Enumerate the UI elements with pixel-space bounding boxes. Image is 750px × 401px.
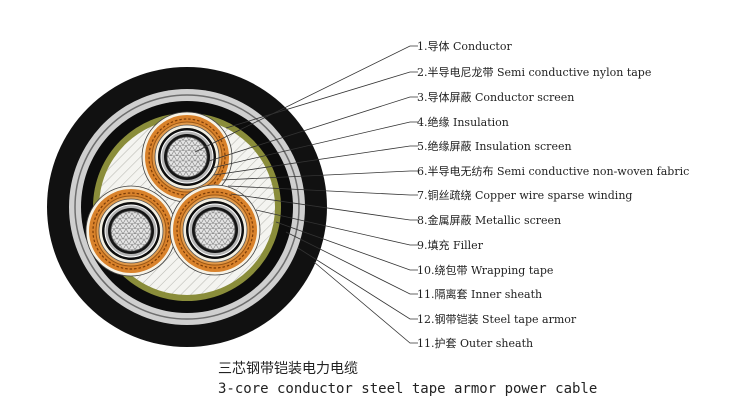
label-inner-sheath: 11.隔离套 Inner sheath — [417, 287, 542, 301]
leader-line-inner-sheath — [285, 231, 418, 295]
label-list: 1.导体 Conductor 2.半导电尼龙带 Semi conductive … — [417, 39, 689, 350]
caption-english: 3-core conductor steel tape armor power … — [218, 381, 597, 397]
cable-cross-section — [47, 67, 327, 347]
conductor — [194, 209, 236, 251]
leader-line-insulation-screen — [213, 145, 418, 176]
label-conductor-screen: 3.导体屏蔽 Conductor screen — [417, 90, 574, 104]
cores — [85, 111, 261, 277]
leader-line-steel-tape-armor — [297, 247, 418, 320]
label-outer-sheath: 11.护套 Outer sheath — [417, 336, 533, 350]
leader-line-insulation — [211, 121, 418, 169]
conductor — [110, 210, 152, 252]
label-wrapping-tape: 10.绕包带 Wrapping tape — [417, 264, 553, 277]
leader-line-non-woven-fabric — [221, 170, 418, 181]
label-steel-tape-armor: 12.钢带铠装 Steel tape armor — [417, 312, 577, 326]
label-insulation: 4.绝缘 Insulation — [417, 115, 509, 129]
leader-line-wrapping-tape — [275, 221, 418, 271]
leader-line-conductor-screen — [208, 96, 418, 162]
leader-line-outer-sheath — [313, 261, 418, 344]
label-conductor: 1.导体 Conductor — [417, 39, 512, 53]
core-right — [169, 184, 261, 276]
label-metallic-screen: 8.金属屏蔽 Metallic screen — [417, 213, 561, 227]
core-top — [141, 111, 233, 203]
label-semi-conductive-non-woven-fabric: 6.半导电无纺布 Semi conductive non-woven fabri… — [417, 164, 689, 178]
leader-line-nylon-tape — [225, 71, 418, 129]
leader-line-copper-wire — [227, 185, 418, 196]
caption-chinese: 三芯钢带铠装电力电缆 — [218, 361, 358, 377]
core-left — [85, 185, 177, 277]
leader-line-filler — [255, 209, 418, 246]
armor-divider — [74, 94, 300, 320]
leader-line-metallic-screen — [230, 193, 418, 221]
leader-lines — [194, 45, 418, 344]
leader-line-conductor — [194, 45, 418, 153]
copper-wire-strands — [176, 191, 254, 269]
label-copper-wire-sparse-winding: 7.铜丝疏绕 Copper wire sparse winding — [417, 188, 632, 202]
label-semi-conductive-nylon-tape: 2.半导电尼龙带 Semi conductive nylon tape — [417, 65, 651, 79]
label-filler: 9.填充 Filler — [417, 238, 484, 252]
conductor — [166, 136, 208, 178]
copper-wire-strands — [92, 192, 170, 270]
label-insulation-screen: 5.绝缘屏蔽 Insulation screen — [417, 139, 572, 153]
